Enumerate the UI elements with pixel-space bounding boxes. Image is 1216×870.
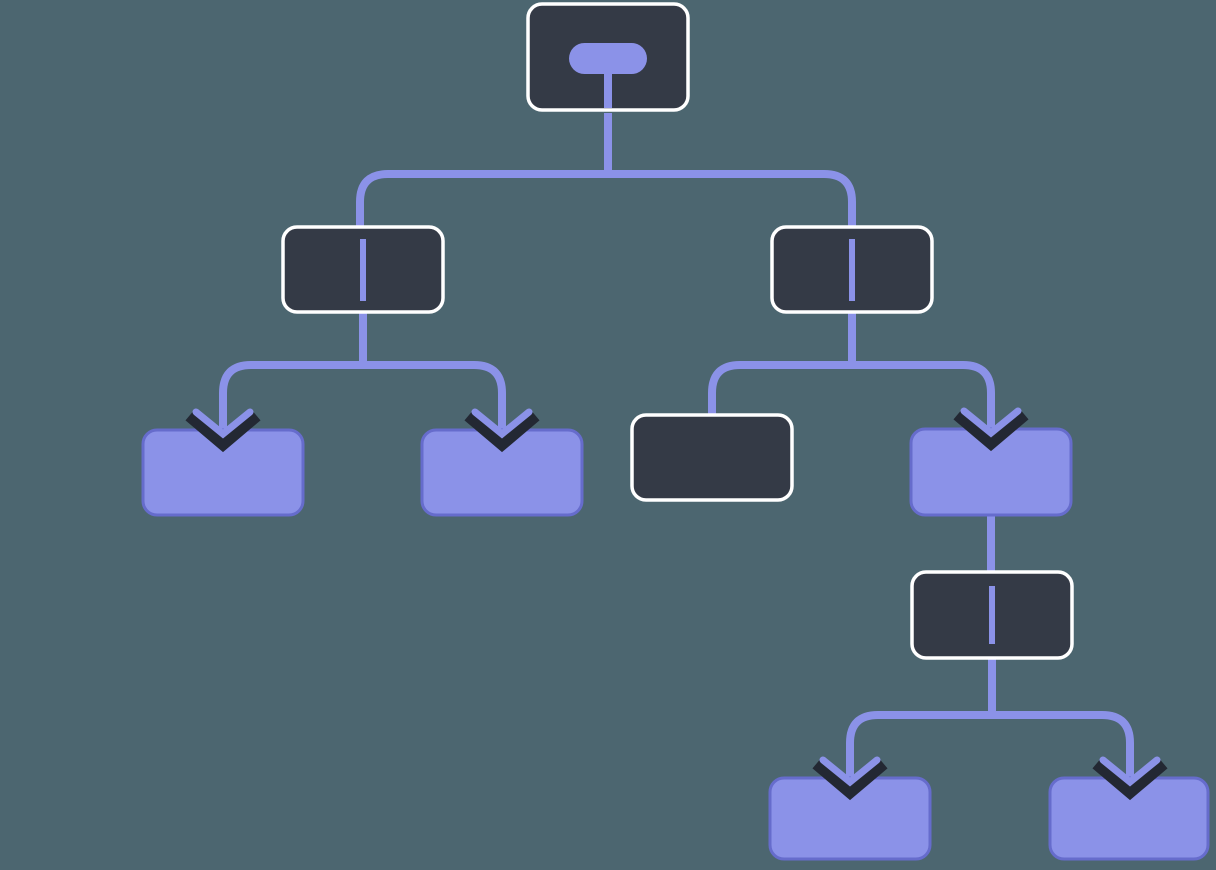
node-box bbox=[630, 413, 794, 502]
connector-right-branch-to-children bbox=[708, 313, 995, 431]
branch-node-left bbox=[281, 225, 445, 314]
arrow-down-icon bbox=[953, 407, 1029, 452]
connector-left-branch-to-leaves bbox=[219, 313, 506, 432]
arrow-chevron bbox=[1099, 756, 1161, 787]
vertical-bar-icon bbox=[360, 239, 366, 301]
connector-root-to-level1 bbox=[356, 113, 856, 227]
arrow-chevron bbox=[471, 408, 533, 439]
arrow-chevron bbox=[960, 407, 1022, 438]
branch-node-lower bbox=[910, 570, 1074, 660]
arrow-shadow-chevron bbox=[464, 409, 540, 453]
connector-lower-branch-to-leaves bbox=[846, 659, 1134, 780]
arrow-chevron bbox=[819, 756, 881, 787]
arrow-down-icon bbox=[464, 408, 540, 453]
arrow-shadow-chevron bbox=[812, 757, 888, 801]
branch-node-right bbox=[770, 225, 934, 314]
arrow-shadow-chevron bbox=[1092, 757, 1168, 801]
connector-branch bbox=[356, 170, 856, 227]
arrow-down-icon bbox=[812, 756, 888, 801]
vertical-bar-icon bbox=[989, 586, 995, 644]
vertical-bar-icon bbox=[849, 239, 855, 301]
arrow-down-icon bbox=[1092, 756, 1168, 801]
root-node bbox=[526, 2, 690, 112]
child-node-plain bbox=[630, 413, 794, 502]
arrow-shadow-chevron bbox=[953, 408, 1029, 452]
connector-branch bbox=[708, 361, 995, 431]
connector-branch bbox=[219, 361, 506, 432]
arrow-down-icon bbox=[185, 408, 261, 453]
pill-with-stem-icon bbox=[569, 43, 647, 108]
connector-branch bbox=[846, 711, 1134, 780]
arrow-shadow-chevron bbox=[185, 409, 261, 453]
arrow-chevron bbox=[192, 408, 254, 439]
